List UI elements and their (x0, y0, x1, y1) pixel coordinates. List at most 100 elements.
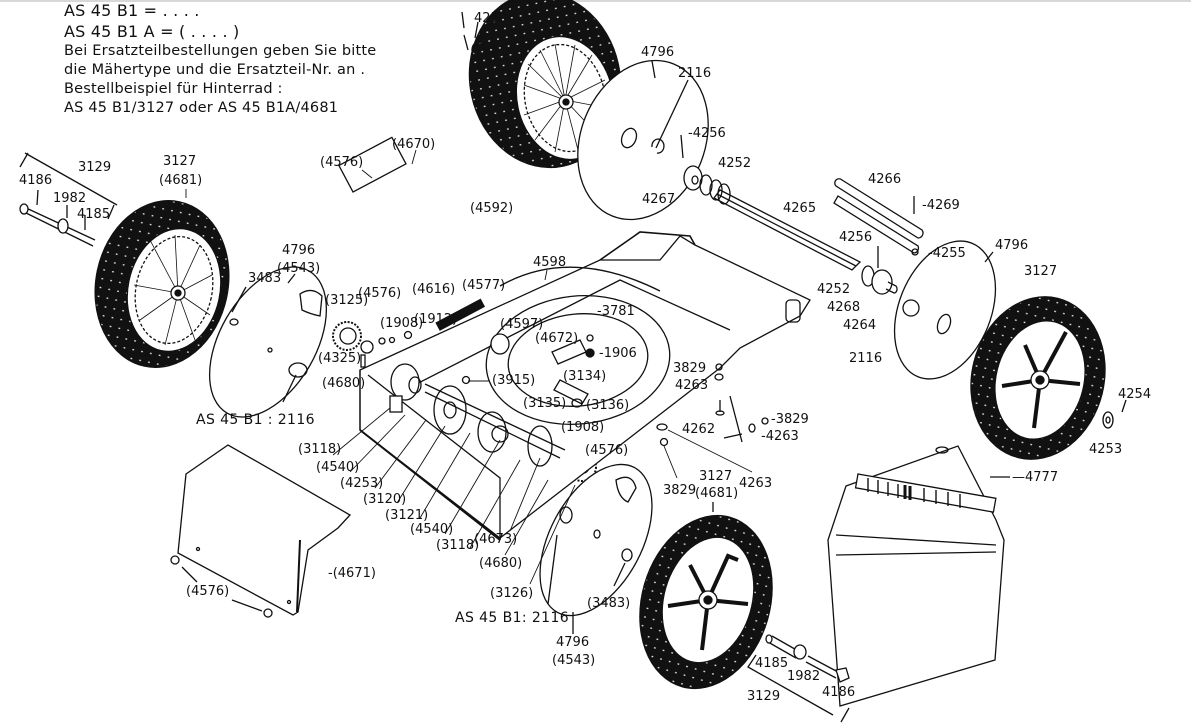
order-example: AS 45 B1/3127 oder AS 45 B1A/4681 (64, 100, 339, 116)
height-lever-4266 (833, 178, 924, 256)
grass-catcher-4777 (827, 445, 1010, 707)
part-label-l4543b: (4543) (552, 653, 596, 668)
part-label-l4264: 4264 (843, 318, 877, 333)
part-label-l3829b: -3829 (771, 412, 809, 427)
part-label-l4266: 4266 (868, 172, 902, 187)
part-label-l3483b: (3483) (587, 596, 631, 611)
part-label-l4672: (4672) (535, 331, 579, 346)
part-label-l4254: 4254 (1118, 387, 1152, 402)
part-label-l4598: 4598 (533, 255, 567, 270)
instruction-line-2: die Mähertype und die Ersatzteil-Nr. an … (64, 62, 366, 78)
hubcap-disc-4796-top (577, 59, 709, 221)
rear-axle-4265 (680, 134, 898, 295)
drive-pinion-3125-left (332, 321, 413, 368)
page-top-border (0, 0, 1191, 2)
part-label-l1906: -1906 (599, 346, 637, 361)
part-label-l3127a: 3127 (163, 154, 197, 169)
axle-bolt-set-3129-bottom (747, 634, 850, 723)
part-label-l4576a: (4576) (320, 155, 364, 170)
leader-lines (185, 149, 753, 585)
part-label-l3915: (3915) (492, 373, 536, 388)
part-label-l1908a: (1908) (380, 316, 424, 331)
part-label-l4267: 4267 (642, 192, 676, 207)
part-label-l3129b: 3129 (747, 689, 781, 704)
part-label-l4540b: (4540) (410, 522, 454, 537)
part-label-l4616: (4616) (412, 282, 456, 297)
side-cover-4671 (170, 444, 352, 618)
part-label-l4577: (4577) (462, 278, 506, 293)
part-label-l4269: -4269 (922, 198, 960, 213)
part-label-l1982a: 1982 (53, 191, 87, 206)
part-label-l4670: (4670) (392, 137, 436, 152)
part-label-l3120: (3120) (363, 492, 407, 507)
part-label-l4263a: 4263 (675, 378, 709, 393)
part-label-l4263b: -4263 (761, 429, 799, 444)
part-label-l4681a: (4681) (159, 173, 203, 188)
part-label-l4263c: 4263 (739, 476, 773, 491)
part-label-l3126: (3126) (490, 586, 534, 601)
part-label-l3134: (3134) (563, 369, 607, 384)
part-label-l4256a: -4256 (688, 126, 726, 141)
part-label-l4543a: (4543) (277, 261, 321, 276)
part-label-l1912: (1912) (414, 312, 458, 327)
part-label-l4680a: (4680) (322, 376, 366, 391)
small-hardware-right (656, 363, 769, 447)
model-legend-b1a: AS 45 B1 A = ( . . . . ) (64, 22, 240, 41)
part-label-l3129a: 3129 (78, 160, 112, 175)
part-label-l3118a: (3118) (298, 442, 342, 457)
drive-shaft-assembly (389, 298, 595, 467)
part-label-l4576c: (4576) (585, 443, 629, 458)
part-label-l4681b: (4681) (695, 486, 739, 501)
part-label-l2116a: 2116 (678, 66, 712, 81)
part-label-l3483a: 3483 (248, 271, 282, 286)
mower-housing-4598 (338, 136, 811, 541)
part-label-l4597: (4597) (500, 317, 544, 332)
hubcap-disc-4796-left (208, 266, 328, 418)
instruction-line-1: Bei Ersatzteilbestellungen geben Sie bit… (64, 43, 377, 59)
axle-bolt-set-3129-left (19, 152, 118, 247)
part-label-l4255: -4255 (928, 246, 966, 261)
part-label-l4186a: 4186 (19, 173, 53, 188)
part-label-l4325: (4325) (318, 351, 362, 366)
part-label-l4256b: 4256 (839, 230, 873, 245)
front-wheel-bottom (639, 502, 773, 690)
part-label-l3829c: 3829 (663, 483, 697, 498)
part-label-l3829a: 3829 (673, 361, 707, 376)
model-legend-b1: AS 45 B1 = . . . . (64, 1, 200, 20)
hubcap-disc-4796-right (893, 240, 997, 380)
part-label-l4253b: 4253 (1089, 442, 1123, 457)
part-label-l4576b: (4576) (358, 286, 402, 301)
rear-wheel-right (970, 296, 1127, 460)
part-label-l4185b: 4185 (755, 656, 789, 671)
part-label-l1982b: 1982 (787, 669, 821, 684)
part-label-l4796a: 4796 (641, 45, 675, 60)
part-label-l4253a: 4253 (474, 11, 508, 26)
rear-wheel-left (94, 200, 230, 368)
part-label-l4796c: 4796 (282, 243, 316, 258)
part-label-l4540a: (4540) (316, 460, 360, 475)
part-label-l4262: 4262 (682, 422, 716, 437)
part-label-l1908b: (1908) (561, 420, 605, 435)
washer-4253-top (461, 11, 485, 59)
part-label-l4671: -(4671) (328, 566, 376, 581)
hubcap-disc-4796-bottom (539, 463, 653, 634)
part-label-l3135: (3135) (523, 396, 567, 411)
part-label-l4796b: 4796 (995, 238, 1029, 253)
part-label-l4186b: 4186 (822, 685, 856, 700)
part-label-l4777: —4777 (1012, 470, 1059, 485)
part-label-l4592: (4592) (470, 201, 514, 216)
part-label-l4252a: 4252 (718, 156, 752, 171)
part-label-l4253c: (4253) (340, 476, 384, 491)
part-label-l2116b: 2116 (849, 351, 883, 366)
part-label-l4673: (4673) (474, 532, 518, 547)
part-label-l4185a: 4185 (77, 207, 111, 222)
part-label-l4252b: 4252 (817, 282, 851, 297)
part-label-l3127c: 3127 (699, 469, 733, 484)
part-label-l4680b: (4680) (479, 556, 523, 571)
part-label-l3125: (3125) (325, 293, 369, 308)
instruction-line-3: Bestellbeispiel für Hinterrad : (64, 81, 283, 97)
part-label-l3118b: (3118) (436, 538, 480, 553)
part-label-l4268: 4268 (827, 300, 861, 315)
order-instructions: AS 45 B1 = . . . . AS 45 B1 A = ( . . . … (64, 0, 376, 118)
